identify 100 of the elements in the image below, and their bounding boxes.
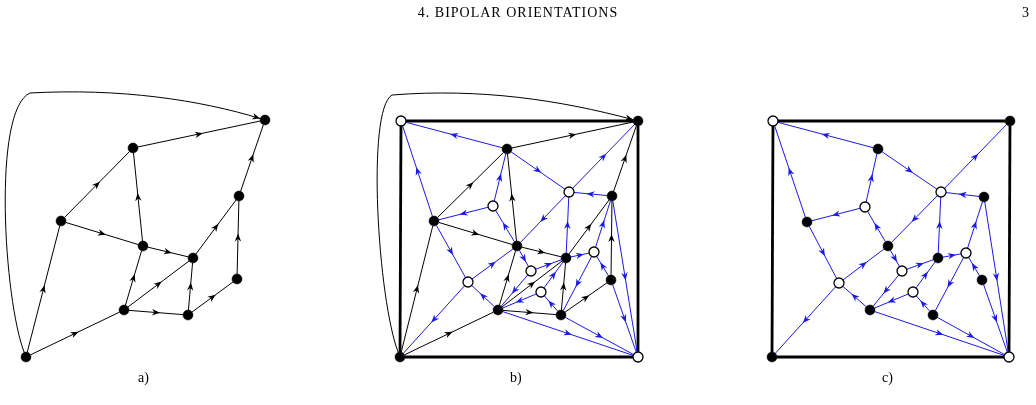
arrow [191, 281, 234, 313]
open-vertex-dot [487, 200, 499, 212]
filled-vertex-dot [864, 304, 876, 316]
arrow [564, 196, 571, 254]
filled-vertex-dot [233, 190, 245, 202]
filled-vertex-dot [428, 215, 440, 227]
arrow [186, 262, 194, 311]
arrow [438, 221, 513, 246]
open-vertex-dot [563, 186, 575, 198]
edge-line [406, 119, 633, 123]
open-vertex-dot [525, 265, 537, 277]
arrow [891, 195, 938, 243]
arrow [124, 250, 143, 306]
arrow [493, 153, 507, 202]
arrow [500, 274, 529, 307]
open-vertex-dot [588, 246, 600, 258]
filled-vertex-dot [632, 115, 644, 127]
arrow [570, 252, 590, 259]
filled-vertex-dot [978, 191, 990, 203]
arrow [881, 151, 938, 190]
filled-vertex-dot [118, 304, 130, 316]
arrow [376, 92, 634, 353]
arrow [65, 221, 139, 246]
filled-vertex-dot [932, 252, 944, 264]
arrow [808, 225, 838, 280]
open-vertex-dot [767, 115, 779, 127]
edge-line [777, 355, 1004, 359]
arrow [521, 246, 562, 258]
arrow [438, 206, 489, 221]
arrow [842, 285, 867, 308]
arrow [612, 200, 638, 353]
arrow [4, 91, 261, 353]
arrow [435, 224, 467, 279]
arrow [511, 121, 634, 149]
arrow [502, 311, 634, 356]
arrow [133, 152, 143, 242]
arrow [543, 295, 559, 312]
open-vertex-dot [833, 277, 845, 289]
arrow [240, 124, 264, 192]
arrow [495, 209, 515, 243]
panel-label: c) [882, 370, 893, 386]
arrow [874, 311, 1005, 356]
arrow [568, 199, 610, 255]
open-vertex-dot [1003, 351, 1015, 363]
filled-vertex-dot [492, 304, 504, 316]
arrow [510, 151, 566, 190]
arrow [968, 256, 980, 277]
arrow [572, 124, 635, 189]
open-vertex-dot [935, 186, 947, 198]
filled-vertex-dot [231, 273, 243, 285]
filled-vertex-dot [187, 252, 199, 264]
filled-vertex-dot [560, 252, 572, 264]
edge-line [636, 126, 640, 352]
filled-vertex-dot [882, 240, 894, 252]
panel-label: a) [138, 370, 149, 386]
filled-vertex-dot [927, 309, 939, 321]
arrow [402, 125, 433, 217]
arrow [519, 195, 567, 243]
filled-vertex-dot [394, 351, 406, 363]
filled-vertex-dot [605, 274, 617, 286]
edge-line [770, 126, 775, 352]
arrow [471, 284, 495, 308]
arrow [471, 248, 514, 280]
open-vertex-dot [535, 286, 547, 298]
filled-vertex-dot [766, 351, 778, 363]
arrow [137, 120, 261, 148]
arrow [942, 253, 962, 260]
filled-vertex-dot [511, 240, 523, 252]
arrow [867, 210, 886, 243]
open-vertex-dot [859, 201, 871, 213]
arrow [400, 225, 434, 353]
arrow [234, 200, 242, 275]
open-vertex-dot [395, 115, 407, 127]
arrow [612, 284, 637, 353]
filled-vertex-dot [137, 240, 149, 252]
filled-vertex-dot [606, 190, 618, 202]
arrow [535, 259, 562, 270]
arrow [811, 207, 861, 222]
arrow [865, 153, 878, 203]
arrow [502, 309, 557, 316]
arrow [984, 201, 1009, 353]
arrow [595, 200, 611, 248]
arrow [889, 249, 901, 268]
edge-line [778, 119, 1005, 123]
arrow [936, 316, 1006, 356]
filled-vertex-dot [555, 309, 567, 321]
arrow [564, 282, 608, 313]
edge-line [405, 355, 633, 359]
arrow [608, 200, 615, 276]
arrow [842, 248, 885, 281]
arrow [64, 151, 130, 218]
arrow [774, 125, 806, 218]
arrow [518, 249, 530, 268]
arrow [402, 285, 466, 354]
arrow [502, 293, 537, 309]
open-vertex-dot [896, 265, 908, 277]
arrow [934, 256, 965, 312]
open-vertex-dot [960, 247, 972, 259]
filled-vertex-dot [1004, 115, 1016, 127]
filled-vertex-dot [55, 215, 67, 227]
